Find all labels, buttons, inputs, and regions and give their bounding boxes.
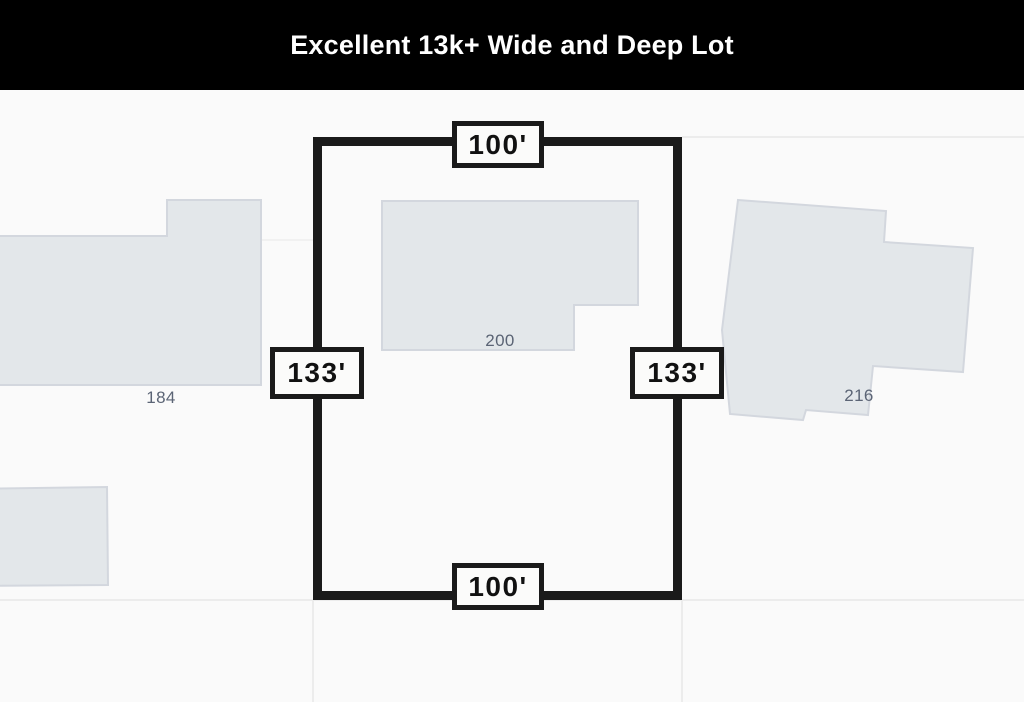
parcel-label-200: 200 (485, 331, 515, 350)
page-title: Excellent 13k+ Wide and Deep Lot (290, 29, 734, 60)
building-footprint-184[interactable] (0, 199, 262, 386)
dimension-label-left: 133' (270, 347, 364, 399)
dimension-label-top: 100' (452, 121, 544, 168)
building-footprint-small-lower-left[interactable] (0, 485, 110, 587)
building-footprint-200[interactable] (381, 200, 639, 351)
building-footprint-216[interactable] (720, 198, 975, 422)
map-canvas[interactable]: 184 200 216 (0, 90, 1024, 702)
dimension-label-bottom: 100' (452, 563, 544, 610)
parcel-label-216: 216 (844, 386, 874, 405)
dimension-label-right: 133' (630, 347, 724, 399)
title-banner: Excellent 13k+ Wide and Deep Lot (0, 0, 1024, 90)
plat-map-svg (0, 136, 1024, 702)
parcel-label-184: 184 (146, 388, 176, 407)
